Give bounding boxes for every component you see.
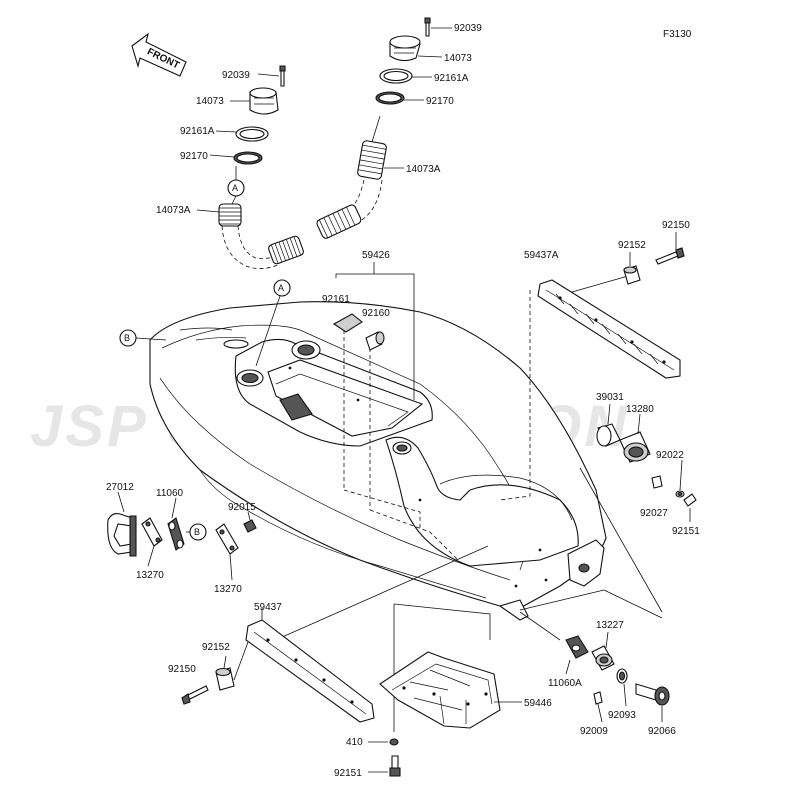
svg-text:B: B xyxy=(194,527,200,537)
part-13270-plate-right xyxy=(215,523,239,581)
part-13227-fitting xyxy=(591,631,615,671)
left-hose-group xyxy=(196,65,304,269)
part-92160-plug xyxy=(365,331,385,351)
label-410: 410 xyxy=(346,737,363,748)
label-92150-right: 92150 xyxy=(662,220,690,231)
right-hose-group xyxy=(316,17,452,239)
figure-code: F3130 xyxy=(663,29,692,40)
part-410-washer xyxy=(368,738,399,746)
part-92161-pad xyxy=(332,313,363,333)
label-14073-left: 14073 xyxy=(196,96,224,107)
part-92015-nut xyxy=(243,511,257,533)
part-39031 xyxy=(596,403,621,447)
label-11060a: 11060A xyxy=(548,678,582,689)
label-13227: 13227 xyxy=(596,620,624,631)
part-92151-bottom xyxy=(368,755,401,777)
label-11060: 11060 xyxy=(156,488,184,499)
label-92152-left: 92152 xyxy=(202,642,230,653)
label-92170-left: 92170 xyxy=(180,151,208,162)
part-92093-oring xyxy=(616,668,628,707)
svg-text:B: B xyxy=(124,333,130,343)
label-92161a-left: 92161A xyxy=(180,126,215,137)
label-92170-right: 92170 xyxy=(426,96,454,107)
part-11060a-gasket xyxy=(565,635,589,675)
part-labels: 92039 14073 92161A 92170 14073A 92039 14… xyxy=(106,23,700,779)
label-92161: 92161 xyxy=(322,294,350,305)
label-92161a-right: 92161A xyxy=(434,73,469,84)
label-92022: 92022 xyxy=(656,450,684,461)
label-59437a: 59437A xyxy=(524,250,559,261)
svg-text:A: A xyxy=(232,183,238,193)
label-13270-left: 13270 xyxy=(136,570,164,581)
label-92160: 92160 xyxy=(362,308,390,319)
label-92150-left: 92150 xyxy=(168,664,196,675)
part-92152-left xyxy=(215,641,249,691)
part-92152-right xyxy=(623,252,641,285)
hull xyxy=(149,301,607,621)
label-14073a-right: 14073A xyxy=(406,164,441,175)
label-92093: 92093 xyxy=(608,710,636,721)
part-92066-plug xyxy=(635,683,670,722)
label-27012: 27012 xyxy=(106,482,134,493)
label-92151-bottom: 92151 xyxy=(334,768,362,779)
part-92009-screw xyxy=(593,691,603,723)
ride-plate xyxy=(379,651,522,729)
label-14073a-left: 14073A xyxy=(156,205,191,216)
part-92022 xyxy=(675,459,685,498)
sponson-left xyxy=(245,608,375,723)
label-92009: 92009 xyxy=(580,726,608,737)
sponson-right xyxy=(537,279,681,379)
label-92151-right: 92151 xyxy=(672,526,700,537)
label-14073-right: 14073 xyxy=(444,53,472,64)
label-13280: 13280 xyxy=(626,404,654,415)
part-13280 xyxy=(619,413,651,463)
label-92152-right: 92152 xyxy=(618,240,646,251)
ref-circle-a-hull: A xyxy=(255,279,291,367)
label-92039-left: 92039 xyxy=(222,70,250,81)
label-13270-right: 13270 xyxy=(214,584,242,595)
label-92039-right: 92039 xyxy=(454,23,482,34)
part-13270-plate-left xyxy=(141,517,163,567)
label-92015: 92015 xyxy=(228,502,256,513)
part-92150-left xyxy=(181,685,209,705)
label-59426: 59426 xyxy=(362,250,390,261)
label-92027: 92027 xyxy=(640,508,668,519)
label-59437: 59437 xyxy=(254,602,282,613)
ref-circle-b-hull: B xyxy=(119,329,167,347)
part-92151-right xyxy=(683,493,697,522)
ref-circle-a-left: A xyxy=(227,179,245,197)
part-27012-bracket xyxy=(107,491,137,557)
part-92027 xyxy=(651,475,663,489)
part-11060-gasket xyxy=(167,497,185,551)
label-39031: 39031 xyxy=(596,392,624,403)
label-92066: 92066 xyxy=(648,726,676,737)
label-59446: 59446 xyxy=(524,698,552,709)
part-92150-right xyxy=(655,232,685,265)
svg-text:A: A xyxy=(278,283,284,293)
ref-circle-b-bracket: B xyxy=(189,523,207,541)
front-arrow-icon: FRONT xyxy=(131,32,187,77)
